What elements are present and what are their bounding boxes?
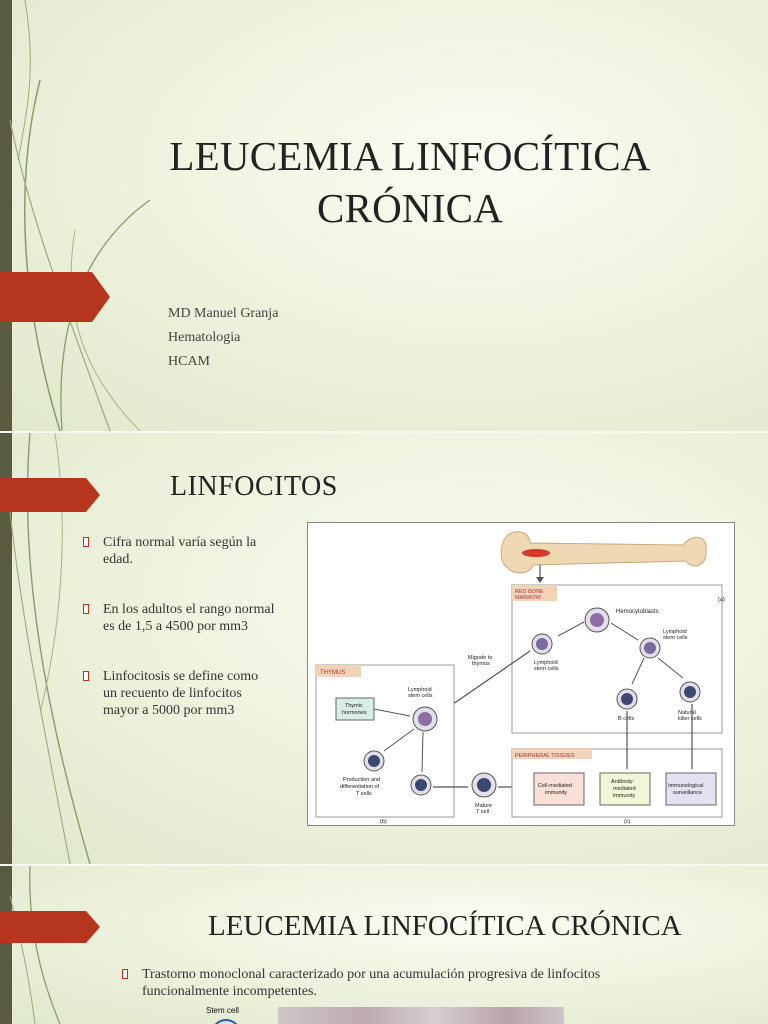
- title-line-1: LEUCEMIA LINFOCÍTICA: [169, 133, 651, 179]
- svg-text:Natural: Natural: [678, 710, 696, 716]
- svg-text:(c): (c): [624, 819, 631, 825]
- svg-text:stem cells: stem cells: [663, 635, 688, 641]
- bullet-item: Trastorno monoclonal caracterizado por u…: [119, 966, 639, 1000]
- bullet-list: Cifra normal varía según la edad. En los…: [80, 534, 275, 719]
- svg-text:(a): (a): [718, 597, 725, 603]
- svg-text:Thymic: Thymic: [345, 703, 363, 709]
- bullet-item: En los adultos el rango normal es de 1,5…: [80, 601, 275, 635]
- svg-text:immunity: immunity: [545, 790, 567, 796]
- slide-title: LEUCEMIA LINFOCÍTICA CRÓNICA MD Manuel G…: [0, 0, 768, 431]
- red-arrow-marker: [0, 478, 100, 512]
- svg-text:Antibody-: Antibody-: [611, 779, 634, 785]
- bullet-item: Cifra normal varía según la edad.: [80, 534, 275, 568]
- red-arrow-marker: [0, 911, 100, 943]
- slide-title-text: LEUCEMIA LINFOCÍTICA CRÓNICA: [208, 910, 682, 942]
- title-line-2: CRÓNICA: [317, 185, 503, 232]
- svg-text:(b): (b): [380, 819, 387, 825]
- slide-title-text: LEUCEMIA LINFOCÍTICA CRÓNICA: [130, 130, 690, 235]
- left-strip: [0, 866, 12, 1024]
- svg-text:stem cells: stem cells: [534, 666, 559, 672]
- author-name: MD Manuel Granja: [168, 306, 279, 321]
- subtitle-block: MD Manuel Granja Hematologia HCAM: [168, 302, 278, 374]
- svg-text:stem cells: stem cells: [408, 693, 433, 699]
- stem-cell-icon: [211, 1019, 241, 1024]
- bullet-list: Trastorno monoclonal caracterizado por u…: [119, 966, 639, 1000]
- peripheral-tissues-label: PERIPHERAL TISSUES: [515, 753, 575, 759]
- lymphocyte-development-diagram: RED BONE MARROW Hemocytoblasts Lymphoid …: [307, 522, 735, 826]
- svg-text:Cell-mediated: Cell-mediated: [538, 783, 572, 789]
- svg-text:immunity: immunity: [613, 793, 635, 799]
- svg-text:T cells: T cells: [356, 791, 372, 797]
- svg-text:MARROW: MARROW: [515, 595, 541, 601]
- blood-smear-image: [278, 1007, 564, 1024]
- institution: HCAM: [168, 354, 211, 369]
- svg-text:hormones: hormones: [342, 710, 367, 716]
- red-bone-marrow-label: RED BONE: [515, 589, 544, 595]
- svg-text:Immunological: Immunological: [668, 783, 703, 789]
- slide-title-text: LINFOCITOS: [170, 471, 338, 502]
- svg-text:surveillance: surveillance: [673, 790, 702, 796]
- bone-illustration: [500, 531, 707, 574]
- slide-divider: [0, 864, 768, 866]
- svg-text:Migrate to: Migrate to: [468, 655, 492, 661]
- svg-text:Lymphoid: Lymphoid: [663, 629, 687, 635]
- svg-text:Lymphoid: Lymphoid: [534, 660, 558, 666]
- thymus-label: THYMUS: [320, 670, 345, 676]
- svg-text:T cell: T cell: [476, 809, 489, 815]
- svg-text:killer cells: killer cells: [678, 716, 702, 722]
- bullet-item: Linfocitosis se define como un recuento …: [80, 668, 275, 719]
- slide-llc: LEUCEMIA LINFOCÍTICA CRÓNICA Trastorno m…: [0, 866, 768, 1024]
- left-strip: [0, 0, 12, 431]
- svg-text:Mature: Mature: [475, 803, 492, 809]
- stem-cell-label: Stem cell: [206, 1006, 239, 1015]
- thymic-hormones-box: [335, 697, 375, 721]
- svg-text:Lymphoid: Lymphoid: [408, 687, 432, 693]
- svg-text:thymus: thymus: [472, 661, 490, 667]
- department: Hematologia: [168, 330, 241, 345]
- svg-text:mediated: mediated: [613, 786, 636, 792]
- red-arrow-marker: [0, 272, 110, 322]
- svg-text:Production and: Production and: [343, 777, 380, 783]
- leaf-decoration: [9, 866, 61, 1024]
- svg-text:differentiation of: differentiation of: [340, 784, 380, 790]
- svg-text:Hemocytoblasts: Hemocytoblasts: [616, 609, 659, 615]
- svg-text:B cells: B cells: [618, 716, 634, 722]
- slide-linfocitos: LINFOCITOS Cifra normal varía según la e…: [0, 433, 768, 864]
- slide-divider: [0, 431, 768, 433]
